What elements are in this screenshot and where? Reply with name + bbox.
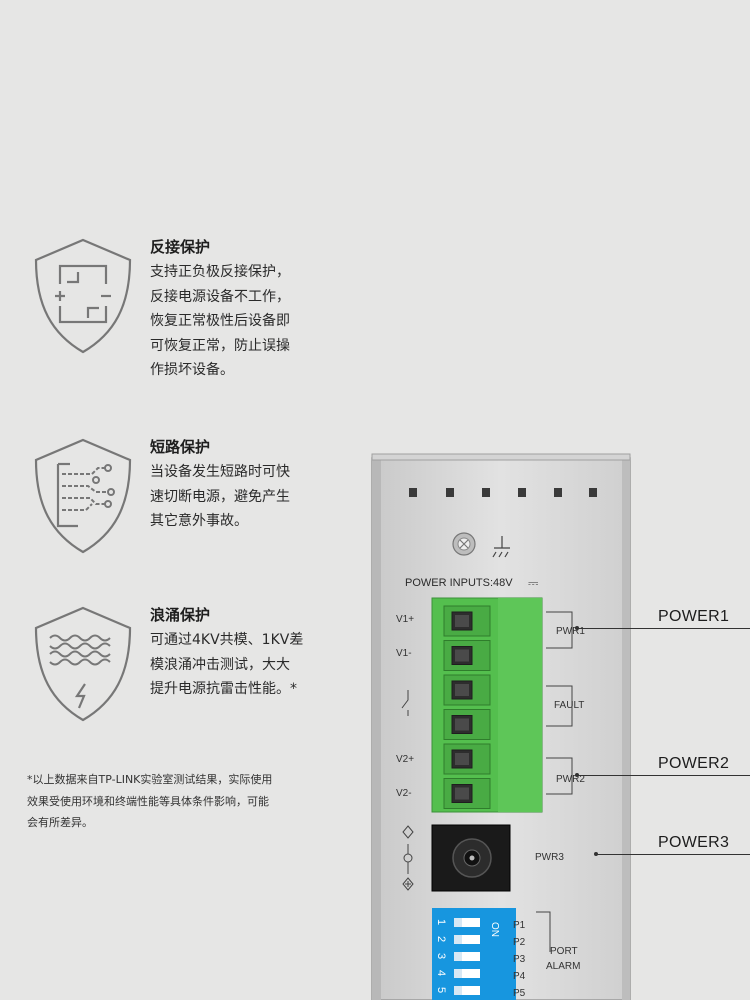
port-label: P1 bbox=[513, 920, 526, 931]
pin-label-v1-minus: V1- bbox=[396, 648, 412, 659]
port-label: P5 bbox=[513, 988, 526, 999]
dip-toggle-knob bbox=[454, 952, 462, 961]
power-inputs-label: POWER INPUTS:48V bbox=[405, 577, 513, 589]
vent-slots bbox=[409, 488, 597, 497]
terminal-screw bbox=[443, 674, 491, 706]
surge-shield-icon bbox=[34, 606, 132, 722]
pwr1-label: PWR1 bbox=[556, 626, 585, 637]
polarity-symbol-icon bbox=[402, 825, 414, 891]
pin-label-v2-minus: V2- bbox=[396, 788, 412, 799]
footnote-line: *以上数据来自TP-LINK实验室测试结果，实际使用 bbox=[27, 773, 273, 786]
reverse-polarity-shield-icon bbox=[34, 238, 132, 354]
feature-text-line: 模浪涌冲击测试，大大 bbox=[150, 656, 290, 673]
dip-switch bbox=[432, 908, 516, 1000]
green-terminal-block bbox=[431, 597, 543, 813]
terminal-screw bbox=[443, 709, 491, 740]
footnote-line: 效果受使用环境和终端性能等具体条件影响，可能 bbox=[27, 794, 269, 808]
feature-text-line: 作损坏设备。 bbox=[150, 362, 234, 378]
terminal-screw bbox=[443, 743, 491, 775]
power2-leader-dot bbox=[575, 773, 579, 777]
pwr2-label: PWR2 bbox=[556, 774, 585, 785]
feature-text-line: 提升电源抗雷击性能。* bbox=[150, 681, 297, 697]
terminal-screw bbox=[443, 778, 491, 809]
power1-leader-dot bbox=[575, 626, 579, 630]
dip-toggle[interactable] bbox=[454, 969, 480, 978]
port-alarm-label-1: PORT bbox=[550, 946, 578, 957]
dc-symbol: ⎓ bbox=[528, 576, 538, 591]
power1-leader-line bbox=[577, 628, 750, 629]
power1-callout: POWER1 bbox=[658, 608, 730, 625]
feature-text-line: 速切断电源，避免产生 bbox=[150, 488, 290, 505]
feature-text-line: 恢复正常极性后设备即 bbox=[150, 313, 290, 329]
footnote-line: 会有所差异。 bbox=[27, 816, 93, 829]
port-label: P3 bbox=[513, 954, 526, 965]
pin-label-v1-plus: V1+ bbox=[396, 614, 414, 625]
dip-number: 3 bbox=[435, 953, 447, 959]
fault-label: FAULT bbox=[554, 700, 584, 711]
dip-toggle-knob bbox=[454, 935, 462, 944]
feature-title: 浪涌保护 bbox=[150, 606, 211, 624]
dip-number: 4 bbox=[435, 970, 447, 976]
power2-leader-line bbox=[577, 775, 750, 776]
power3-callout: POWER3 bbox=[658, 834, 730, 851]
dip-on-label: ON bbox=[489, 922, 500, 937]
relay-symbol-icon bbox=[401, 690, 409, 716]
dip-number: 5 bbox=[435, 987, 447, 993]
dip-toggle[interactable] bbox=[454, 986, 480, 995]
dip-number: 2 bbox=[435, 936, 447, 942]
short-circuit-shield-icon bbox=[34, 438, 132, 554]
dc-barrel-jack bbox=[431, 824, 511, 892]
pwr3-label: PWR3 bbox=[535, 852, 564, 863]
feature-text-line: 可恢复正常，防止误操 bbox=[150, 337, 290, 354]
feature-text-line: 其它意外事故。 bbox=[150, 513, 248, 529]
dip-toggle-knob bbox=[454, 986, 462, 995]
port-label: P4 bbox=[513, 971, 526, 982]
feature-text-line: 当设备发生短路时可快 bbox=[150, 464, 290, 480]
terminal-screw bbox=[443, 605, 491, 637]
ground-screw bbox=[452, 532, 476, 556]
footnote: *以上数据来自TP-LINK实验室测试结果，实际使用 效果受使用环境和终端性能等… bbox=[27, 769, 347, 834]
dip-toggle-knob bbox=[454, 918, 462, 927]
dip-toggle-knob bbox=[454, 969, 462, 978]
port-alarm-label-2: ALARM bbox=[546, 961, 580, 972]
dip-toggle[interactable] bbox=[454, 918, 480, 927]
ground-symbol-icon bbox=[492, 536, 510, 558]
dip-toggle[interactable] bbox=[454, 935, 480, 944]
power2-callout: POWER2 bbox=[658, 755, 730, 772]
feature-title: 短路保护 bbox=[150, 438, 211, 456]
port-label: P2 bbox=[513, 937, 526, 948]
dip-number: 1 bbox=[435, 919, 447, 925]
terminal-screw bbox=[443, 640, 491, 671]
feature-text-line: 反接电源设备不工作， bbox=[150, 288, 290, 305]
feature-text-line: 可通过4KV共模、1KV差 bbox=[150, 632, 304, 648]
power3-leader-dot bbox=[594, 852, 598, 856]
pin-label-v2-plus: V2+ bbox=[396, 754, 414, 765]
power3-leader-line bbox=[596, 854, 750, 855]
dip-toggle[interactable] bbox=[454, 952, 480, 961]
power-module-illustration: POWER INPUTS:48V ⎓ V1+ V1- V2+ V2- PWR1 … bbox=[371, 453, 631, 1000]
feature-title: 反接保护 bbox=[150, 238, 211, 256]
feature-text-line: 支持正负极反接保护， bbox=[150, 264, 290, 280]
